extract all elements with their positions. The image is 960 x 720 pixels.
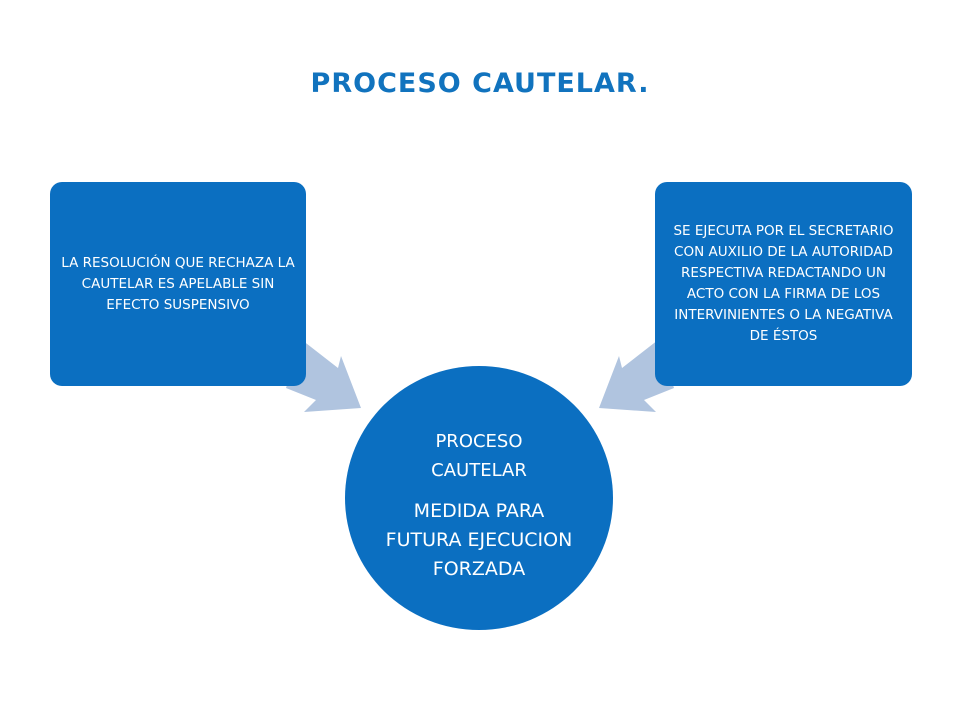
center-subtitle: MEDIDA PARA FUTURA EJECUCION FORZADA	[385, 499, 573, 580]
left-box-text: LA RESOLUCIÓN QUE RECHAZA LA CAUTELAR ES…	[61, 254, 295, 313]
left-info-box: LA RESOLUCIÓN QUE RECHAZA LA CAUTELAR ES…	[50, 182, 306, 386]
right-info-box: SE EJECUTA POR EL SECRETARIO CON AUXILIO…	[655, 182, 912, 386]
page-title: PROCESO CAUTELAR.	[310, 68, 650, 99]
center-circle: PROCESO CAUTELAR MEDIDA PARA FUTURA EJEC…	[345, 366, 613, 630]
center-title: PROCESO CAUTELAR	[431, 430, 527, 481]
right-box-text: SE EJECUTA POR EL SECRETARIO CON AUXILIO…	[673, 223, 894, 344]
